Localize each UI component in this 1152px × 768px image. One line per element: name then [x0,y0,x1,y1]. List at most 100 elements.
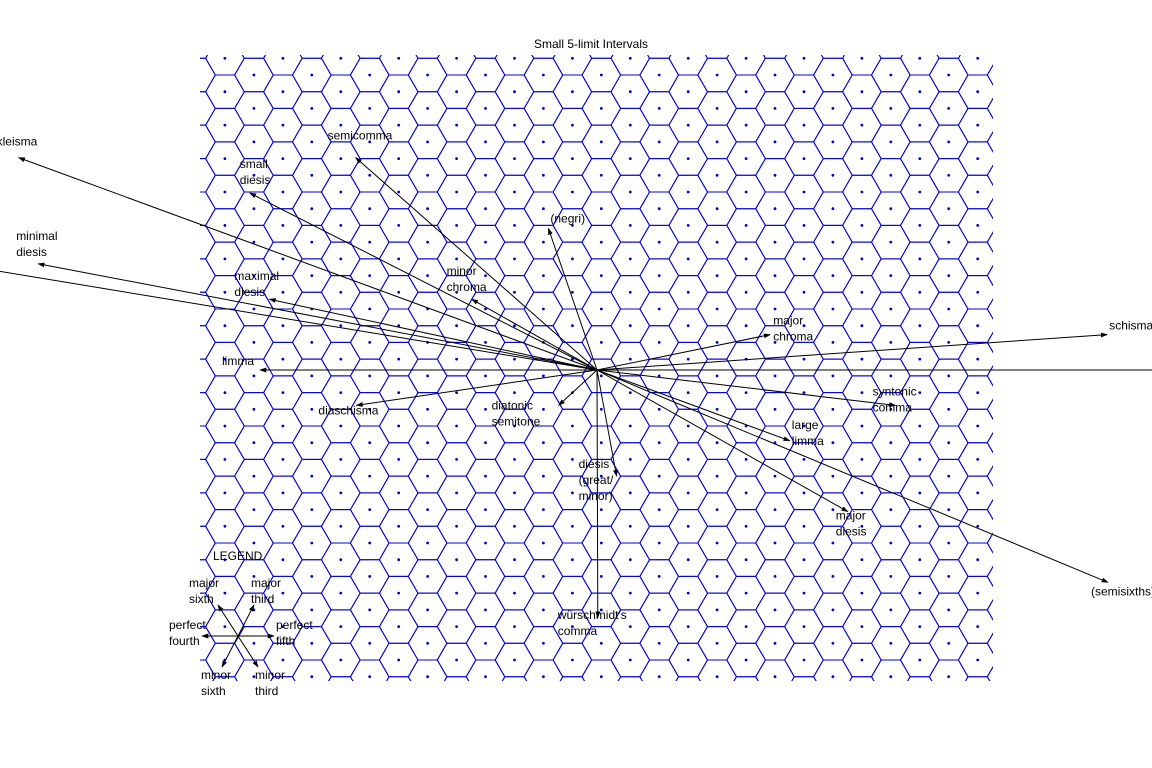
lattice-node [831,207,835,211]
lattice-node [195,74,198,77]
hex-cell [1045,192,1084,225]
lattice-node [628,290,632,294]
lattice-node [918,391,922,394]
lattice-node [571,324,574,328]
lattice-node [484,474,487,478]
lattice-node [368,641,372,645]
lattice-node [889,474,893,478]
legend-minor-sixth-arrow [221,635,239,668]
hex-cell [705,55,730,59]
lattice-node [542,274,545,277]
lattice-node [947,207,951,211]
hex-cell [640,727,679,760]
hex-cell [1016,42,1055,75]
lattice-node [571,56,574,60]
lattice-node [455,524,458,528]
lattice-node [455,157,458,161]
lattice-node [1034,692,1037,695]
lattice-node [223,324,227,328]
lattice-node [1063,241,1066,244]
lattice-node [628,90,632,94]
lattice-node [976,625,980,628]
hex-cell [1045,159,1084,192]
lattice-node [715,341,719,344]
lattice-node [889,575,893,578]
lattice-node [252,474,256,478]
lattice-node [918,324,922,328]
lattice-node [947,675,951,679]
hex-cell [415,55,440,59]
lattice-node [1034,458,1037,461]
lattice-node [802,391,806,394]
lattice-node [831,173,835,177]
lattice-node [310,541,314,545]
hex-cell [1045,526,1084,559]
lattice-node [1063,508,1066,511]
lattice-node [773,73,777,77]
lattice-node [715,140,719,144]
lattice-node [223,558,227,562]
lattice-node [281,257,285,261]
lattice-node [455,491,458,495]
hex-cell [206,744,245,768]
lattice-node [657,240,661,244]
hex-cell [986,632,993,655]
lattice-node [831,641,835,645]
hex-cell [986,197,993,220]
lattice-node [803,692,806,695]
hex-cell [553,710,592,744]
lattice-node [831,675,835,679]
hex-cell [878,55,903,59]
lattice-node [484,341,487,344]
lattice-node [1063,408,1066,411]
hex-cell [466,693,505,727]
lattice-node [918,726,921,729]
legend-title: LEGEND [213,549,263,563]
hex-cell [1016,209,1055,242]
hex-cell [299,55,324,59]
lattice-node [976,759,979,762]
lattice-node [773,675,777,679]
lattice-node [599,307,603,311]
hex-cell [1045,660,1084,693]
lattice-node [658,40,661,43]
lattice-node [715,508,719,511]
lattice-node [686,157,690,161]
hex-cell [293,693,332,727]
lattice-node [599,140,603,144]
lattice-node [860,224,864,227]
lattice-node [252,508,256,511]
lattice-node [252,641,256,645]
lattice-node [628,391,632,394]
lattice-node [252,240,256,244]
lattice-node [715,207,719,211]
lattice-node [947,173,951,177]
lattice-node [281,658,285,662]
lattice-node [976,591,980,595]
lattice-node [686,290,690,294]
lattice-node [600,709,603,712]
lattice-node [513,190,516,194]
hex-cell [200,55,209,59]
lattice-node [339,224,343,227]
lattice-node [628,458,632,461]
interval-arrows [0,157,1152,619]
lattice-node [426,742,429,745]
lattice-node [831,541,835,545]
lattice-node [281,56,285,60]
lattice-node [252,207,256,211]
lattice-node [831,374,835,378]
lattice-node [918,692,921,695]
limma-label: limma [222,354,254,368]
hex-cell [200,191,216,226]
lattice-node [976,157,980,161]
lattice-node [195,341,198,344]
lattice-node [831,73,835,77]
lattice-node [281,458,285,461]
hex-cell [350,693,389,727]
hex-cell [986,565,993,588]
lattice-node [947,575,951,578]
lattice-node [426,274,429,277]
